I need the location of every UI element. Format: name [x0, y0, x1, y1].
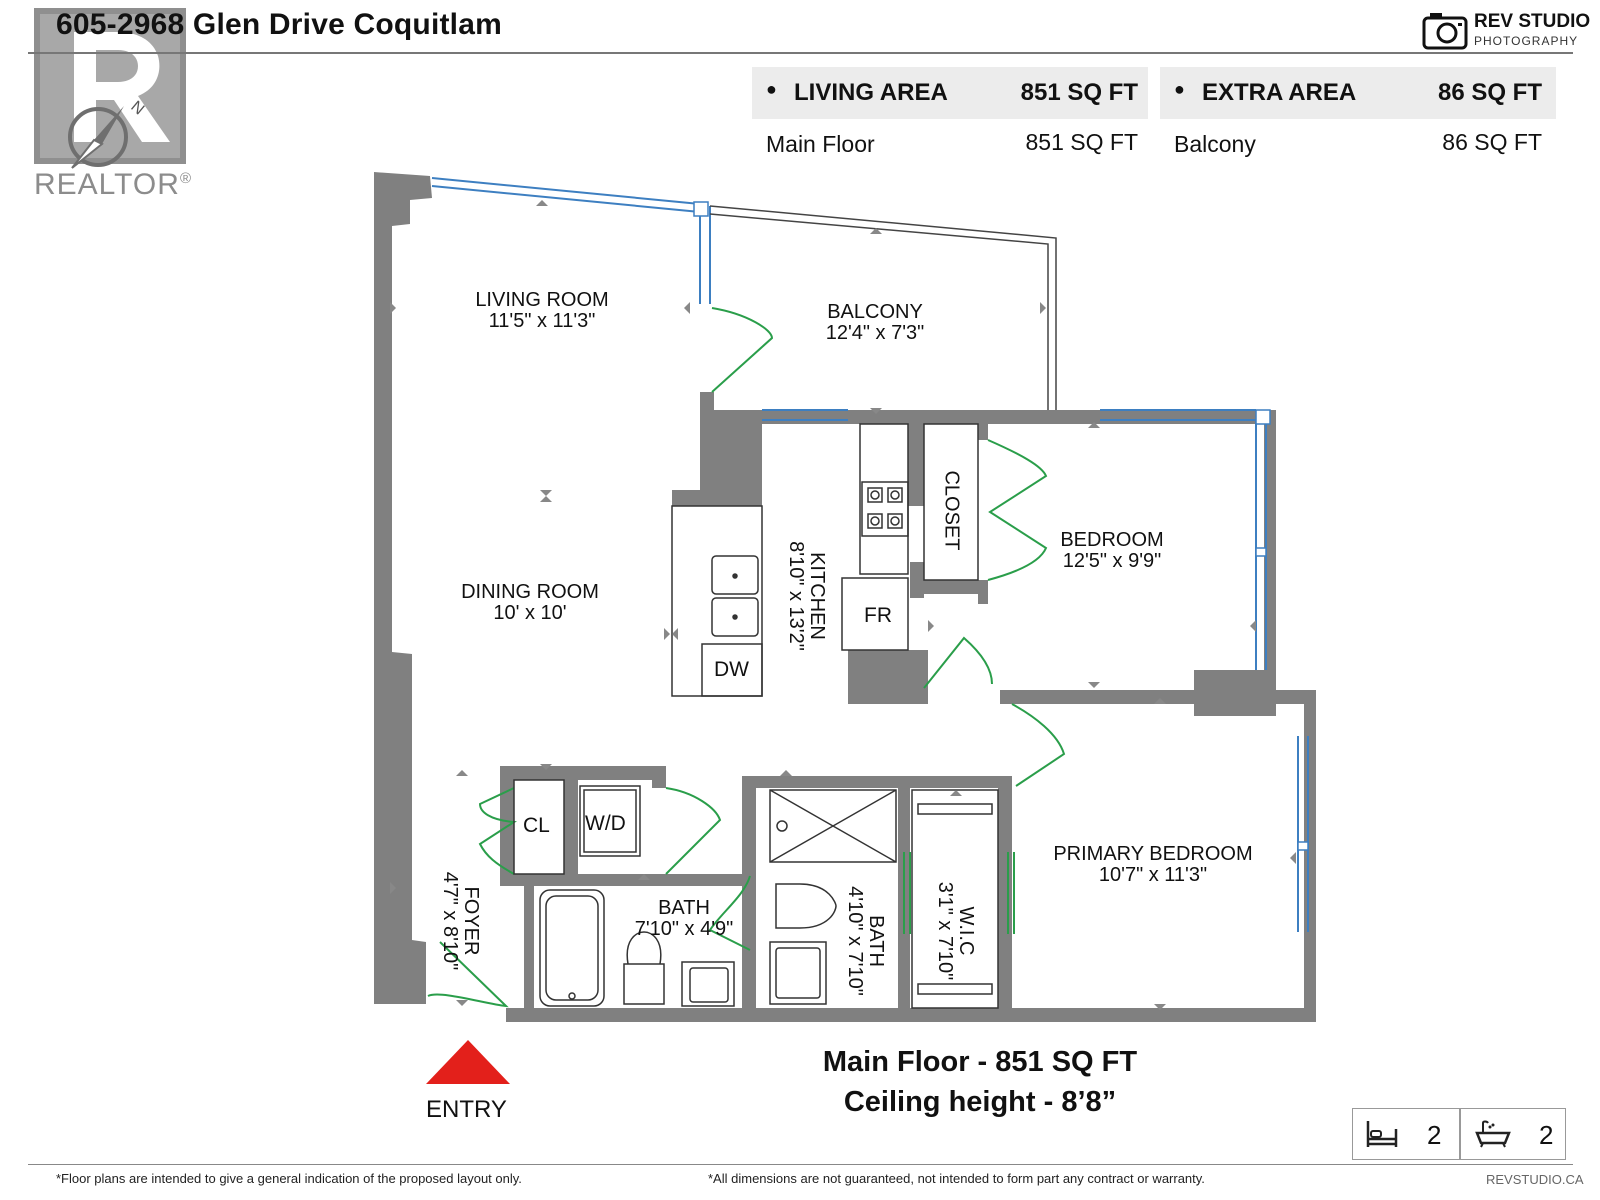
- room-living-name: LIVING ROOM: [475, 289, 609, 311]
- counts-divider: [1459, 1109, 1461, 1159]
- bed-icon: [1366, 1121, 1398, 1147]
- living-area-bullet: ●: [766, 79, 777, 99]
- room-primary-name: PRIMARY BEDROOM: [1053, 843, 1253, 865]
- rev-studio-subtitle: PHOTOGRAPHY: [1474, 34, 1579, 48]
- footer-disclaimer-layout: *Floor plans are intended to give a gene…: [56, 1171, 522, 1186]
- extra-area-total: 86 SQ FT: [1437, 79, 1542, 106]
- room-wic-dims: 3'1" x 7'10": [934, 881, 956, 981]
- room-bath2-dims: 4'10" x 7'10": [844, 886, 866, 996]
- balcony-area-label: Balcony: [1174, 131, 1256, 157]
- room-living: LIVING ROOM 11'5" x 11'3": [462, 290, 622, 332]
- living-area-panel: ● LIVING AREA 851 SQ FT Main Floor 851 S…: [752, 67, 1148, 177]
- room-wic-name: W.I.C: [955, 906, 977, 956]
- room-balcony-dims: 12'4" x 7'3": [825, 322, 925, 344]
- living-area-label: LIVING AREA: [794, 79, 948, 106]
- room-balcony: BALCONY 12'4" x 7'3": [800, 302, 950, 344]
- balcony-railing: [709, 205, 1057, 410]
- realtor-r-logo: [34, 8, 186, 164]
- room-kitchen-dims: 8'10" x 13'2": [785, 541, 807, 651]
- room-living-dims: 11'5" x 11'3": [488, 310, 596, 332]
- room-bedroom-dims: 12'5" x 9'9": [1062, 550, 1162, 572]
- main-floor-value: 851 SQ FT: [1025, 129, 1138, 155]
- room-foyer-name: FOYER: [460, 886, 482, 956]
- living-area-header-bar: [752, 67, 1148, 119]
- doors: [427, 307, 1066, 1008]
- entry-label: ENTRY: [426, 1096, 507, 1123]
- closet-box: [923, 423, 979, 581]
- entry-arrow-icon: [426, 1040, 510, 1084]
- extra-area-header-bar: [1160, 67, 1556, 119]
- rev-studio-wordmark: REV STUDIO: [1474, 11, 1591, 32]
- room-kitchen-name: KITCHEN: [806, 552, 828, 640]
- room-dining-name: DINING ROOM: [461, 581, 599, 603]
- room-dining-dims: 10' x 10': [493, 602, 567, 624]
- fixture-fridge: FR: [864, 604, 892, 627]
- realtor-logo: N REALTOR®: [30, 6, 200, 206]
- bathroom-count: 2: [1539, 1120, 1554, 1150]
- room-closet: CLOSET: [940, 461, 963, 561]
- room-foyer-dims: 4'7" x 8'10": [439, 871, 461, 971]
- room-dining: DINING ROOM 10' x 10': [450, 582, 610, 624]
- room-bath1-name: BATH: [658, 897, 710, 919]
- room-primary: PRIMARY BEDROOM 10'7" x 11'3": [1036, 844, 1270, 886]
- rev-studio-logo[interactable]: REV STUDIO PHOTOGRAPHY: [1422, 10, 1590, 50]
- extra-area-bullet: ●: [1174, 79, 1185, 99]
- camera-icon: [1422, 13, 1468, 50]
- realtor-wordmark: REALTOR®: [34, 168, 192, 201]
- living-area-total: 851 SQ FT: [1020, 79, 1138, 106]
- room-foyer: FOYER 4'7" x 8'10": [439, 861, 482, 981]
- room-bath1: BATH 7'10" x 4'9": [614, 898, 754, 940]
- floor-caption-line2: Ceiling height - 8’8”: [843, 1086, 1117, 1118]
- footer-website[interactable]: REVSTUDIO.CA: [1486, 1172, 1584, 1187]
- main-floor-label: Main Floor: [766, 131, 875, 157]
- fixture-dishwasher: DW: [714, 658, 749, 681]
- kitchen-counter: [671, 505, 763, 697]
- bathtub-icon: [1475, 1120, 1511, 1148]
- room-balcony-name: BALCONY: [827, 301, 923, 323]
- room-bath2: BATH 4'10" x 7'10": [844, 876, 887, 1006]
- room-bedroom: BEDROOM 12'5" x 9'9": [1032, 530, 1192, 572]
- room-bath1-dims: 7'10" x 4'9": [634, 918, 734, 940]
- dimension-markers: [390, 200, 1296, 1010]
- fixture-washer-dryer: W/D: [585, 812, 626, 835]
- fixture-closet-cl: CL: [523, 814, 550, 837]
- footer-rule: [28, 1164, 1573, 1165]
- header-divider: [28, 52, 1573, 54]
- bath-fixtures: [539, 789, 999, 1009]
- room-counts: 2 2: [1352, 1108, 1566, 1160]
- laundry-closets: [513, 779, 641, 875]
- windows: [431, 177, 1309, 932]
- room-closet-name: CLOSET: [940, 470, 963, 551]
- extra-area-panel: ● EXTRA AREA 86 SQ FT Balcony 86 SQ FT: [1160, 67, 1556, 177]
- room-bath2-name: BATH: [865, 915, 887, 967]
- stove: [841, 423, 909, 651]
- balcony-area-value: 86 SQ FT: [1442, 129, 1542, 155]
- room-kitchen: KITCHEN 8'10" x 13'2": [785, 526, 828, 666]
- room-primary-dims: 10'7" x 11'3": [1098, 864, 1208, 886]
- extra-area-label: EXTRA AREA: [1202, 79, 1357, 106]
- footer-disclaimer-dimensions: *All dimensions are not guaranteed, not …: [708, 1171, 1205, 1186]
- room-bedroom-name: BEDROOM: [1060, 529, 1164, 551]
- floor-caption-line1: Main Floor - 851 SQ FT: [822, 1046, 1138, 1078]
- room-wic: W.I.C 3'1" x 7'10": [934, 876, 977, 986]
- listing-address-title: 605-2968 Glen Drive Coquitlam: [56, 8, 502, 41]
- north-compass-icon: N: [68, 98, 146, 169]
- bedroom-count: 2: [1427, 1120, 1442, 1150]
